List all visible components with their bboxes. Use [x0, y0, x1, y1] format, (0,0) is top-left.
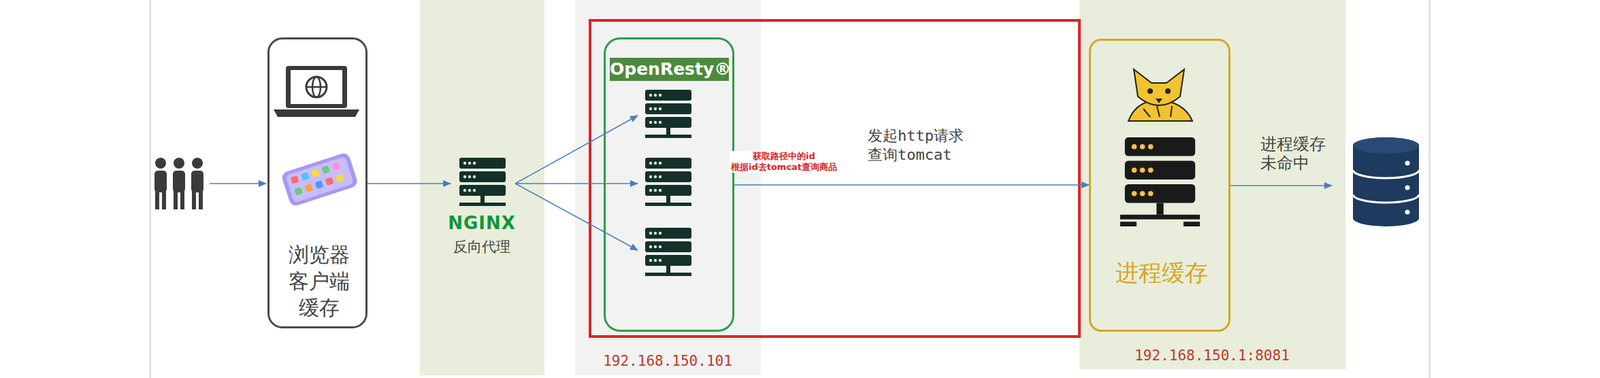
node-text: 反向代理 — [423, 238, 540, 257]
flow-arrow — [367, 183, 451, 185]
flow-arrow — [515, 115, 638, 184]
highlight-frame — [590, 20, 1080, 337]
server-band: 192.168.150.1:8081 进程缓存 — [1079, 0, 1346, 370]
openresty-server-icon — [645, 89, 692, 139]
tomcat-logo — [1128, 69, 1193, 122]
flow-arrow — [515, 183, 638, 185]
page-shadow — [1428, 0, 1431, 378]
tomcat-server-icon — [1120, 137, 1200, 227]
node-text: OpenResty® — [609, 57, 729, 81]
node-text: 进程缓存 — [1093, 257, 1230, 288]
flow-arrow — [209, 183, 267, 185]
flow-arrow — [734, 184, 1089, 186]
node-text: 192.168.150.101 — [575, 352, 760, 371]
database-icon — [1352, 137, 1419, 227]
page-shadow — [149, 0, 152, 378]
node-text: 192.168.150.1:8081 — [1082, 347, 1342, 366]
note-label: 进程缓存 未命中 — [1260, 134, 1336, 173]
laptop-icon — [273, 66, 360, 118]
phone-icon — [280, 151, 359, 208]
openresty-box: OpenResty® — [603, 37, 735, 333]
flow-arrow — [1230, 185, 1332, 187]
openresty-server-icon — [645, 157, 692, 207]
node-text: 浏览器 客户端 缓存 — [271, 241, 367, 322]
openresty-server-icon — [645, 227, 692, 277]
flow-arrow — [515, 183, 638, 251]
node-text: NGINX — [423, 212, 540, 236]
note-label: 获取路径中的id 根据id去tomcat查询商品 — [729, 151, 839, 173]
users-icon — [154, 157, 204, 210]
edge-label: 发起http请求 查询tomcat — [867, 126, 1011, 165]
nginx-server-icon — [459, 157, 506, 207]
